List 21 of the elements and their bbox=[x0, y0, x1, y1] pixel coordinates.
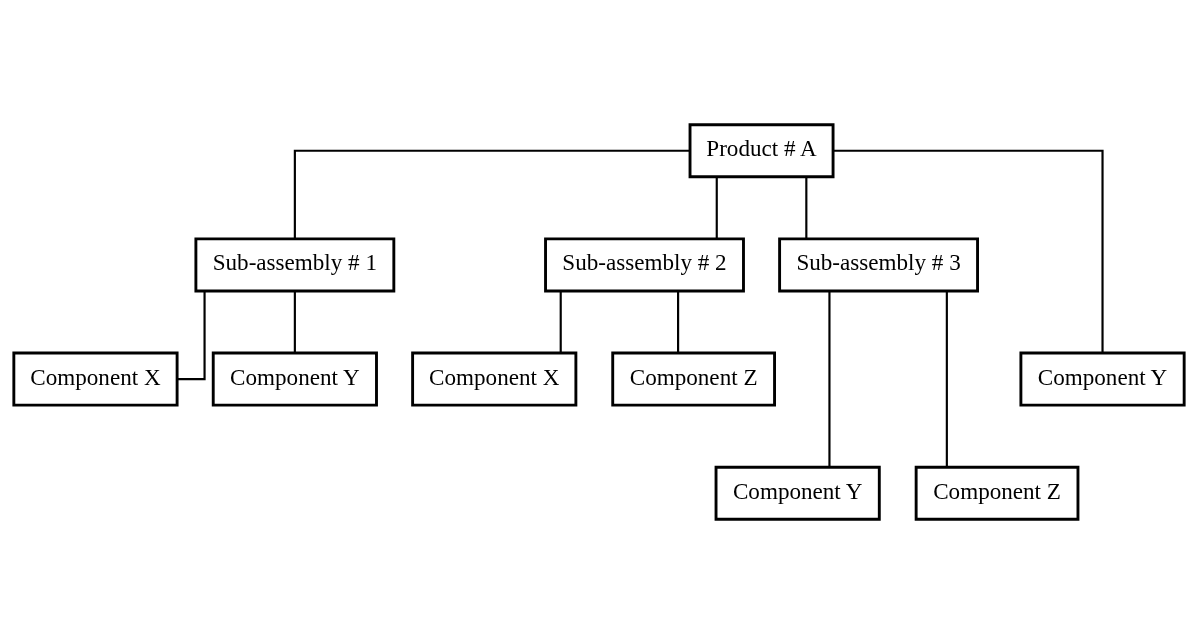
node-box: Component Z bbox=[914, 465, 1080, 521]
node-box: Component Y bbox=[211, 351, 378, 407]
node-box: Component Y bbox=[1019, 351, 1186, 407]
connector bbox=[833, 149, 1104, 353]
node-box: Product # A bbox=[688, 122, 835, 178]
node-box: Component X bbox=[411, 351, 578, 407]
node-box: Component X bbox=[12, 351, 179, 407]
connector bbox=[293, 149, 690, 238]
connector bbox=[715, 176, 718, 239]
connector bbox=[293, 290, 296, 353]
connector bbox=[828, 290, 831, 467]
node-box: Component Y bbox=[714, 465, 881, 521]
connector bbox=[945, 290, 948, 467]
node-box: Component Z bbox=[611, 351, 776, 407]
node-box: Sub-assembly # 2 bbox=[544, 236, 745, 292]
connector bbox=[805, 176, 808, 239]
connector bbox=[177, 290, 206, 380]
node-box: Sub-assembly # 3 bbox=[778, 236, 979, 292]
connector bbox=[559, 290, 562, 353]
connector bbox=[677, 290, 680, 353]
node-box: Sub-assembly # 1 bbox=[194, 236, 396, 292]
